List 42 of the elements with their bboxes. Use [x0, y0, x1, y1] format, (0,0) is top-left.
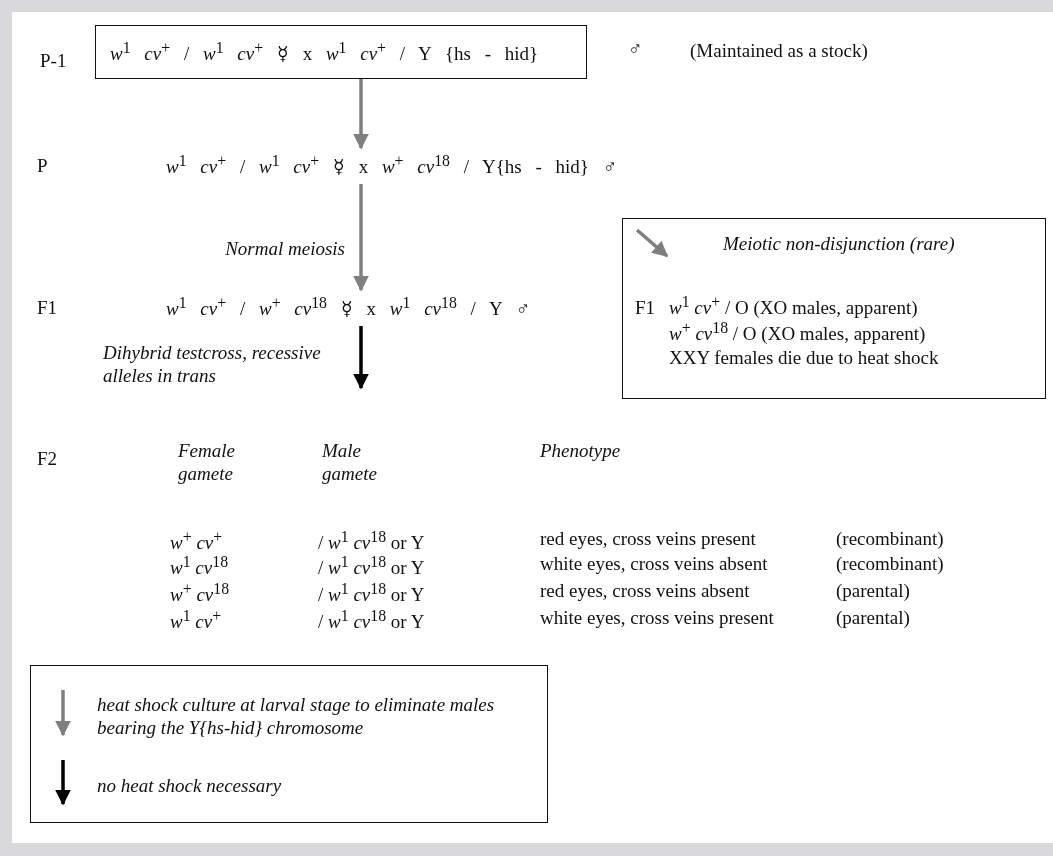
generation-label: P-1	[40, 50, 67, 73]
box-heading: Meiotic non-disjunction (rare)	[723, 233, 955, 256]
genotype-text: / w$^{1}$ cv$^{18}$ or Y	[318, 528, 425, 556]
phenotype-text: red eyes, cross veins present	[540, 528, 756, 551]
phenotype-text: white eyes, cross veins present	[540, 607, 774, 630]
edge-label: Dihybrid testcross, recessive alleles in trans	[103, 342, 322, 388]
legend-text: heat shock culture at larval stage to eliminate males bearing the Y{hs-hid} chromosome	[97, 694, 496, 740]
column-header: Male gamete	[322, 440, 378, 486]
genotype-text: w$^{+}$ cv$^{+}$	[170, 528, 223, 556]
generation-label: P	[37, 155, 48, 178]
cross-genotype: w$^{1}$ cv$^{+}$ / w$^{1}$ cv$^{+}$ ☿ x w$^{1}$ cv$^{+}$ / Y {hs - hid}	[110, 39, 539, 67]
class-text: (parental)	[836, 580, 910, 603]
cross-box	[95, 25, 587, 79]
genotype-text: w$^{1}$ cv$^{+}$	[170, 607, 222, 635]
class-text: (recombinant)	[836, 528, 944, 551]
genotype-text: / w$^{1}$ cv$^{18}$ or Y	[318, 580, 425, 608]
generation-label: F1	[635, 297, 656, 320]
genotype-text: w$^{+}$ cv$^{18}$ / O (XO males, apparent)	[669, 319, 926, 347]
generation-label: F2	[37, 448, 58, 471]
class-text: (recombinant)	[836, 553, 944, 576]
column-header: Phenotype	[540, 440, 621, 463]
genotype-text: / w$^{1}$ cv$^{18}$ or Y	[318, 607, 425, 635]
note-text: XXY females die due to heat shock	[669, 347, 939, 370]
genotype-text: / w$^{1}$ cv$^{18}$ or Y	[318, 553, 425, 581]
genotype-text: w$^{+}$ cv$^{18}$	[170, 580, 230, 608]
class-text: (parental)	[836, 607, 910, 630]
cross-genotype: w$^{1}$ cv$^{+}$ / w$^{1}$ cv$^{+}$ ☿ x w$^{+}$ cv$^{18}$ / Y{hs - hid} ♂	[166, 152, 617, 180]
cross-genotype: w$^{1}$ cv$^{+}$ / w$^{+}$ cv$^{18}$ ☿ x w$^{1}$ cv$^{18}$ / Y ♂	[166, 294, 530, 322]
phenotype-text: red eyes, cross veins absent	[540, 580, 750, 603]
arrow	[353, 184, 369, 292]
legend-text: no heat shock necessary	[97, 775, 283, 798]
arrow	[353, 79, 369, 150]
nondisjunction-box	[622, 218, 1046, 399]
column-header: Female gamete	[178, 440, 236, 486]
male-sign: ♂	[628, 38, 643, 61]
arrow	[353, 326, 369, 390]
generation-label: F1	[37, 297, 58, 320]
genotype-text: w$^{1}$ cv$^{18}$	[170, 553, 229, 581]
phenotype-text: white eyes, cross veins absent	[540, 553, 768, 576]
genotype-text: w$^{1}$ cv$^{+}$ / O (XO males, apparent)	[669, 293, 918, 321]
edge-label: Normal meiosis	[224, 238, 345, 261]
note-text: (Maintained as a stock)	[690, 40, 868, 63]
